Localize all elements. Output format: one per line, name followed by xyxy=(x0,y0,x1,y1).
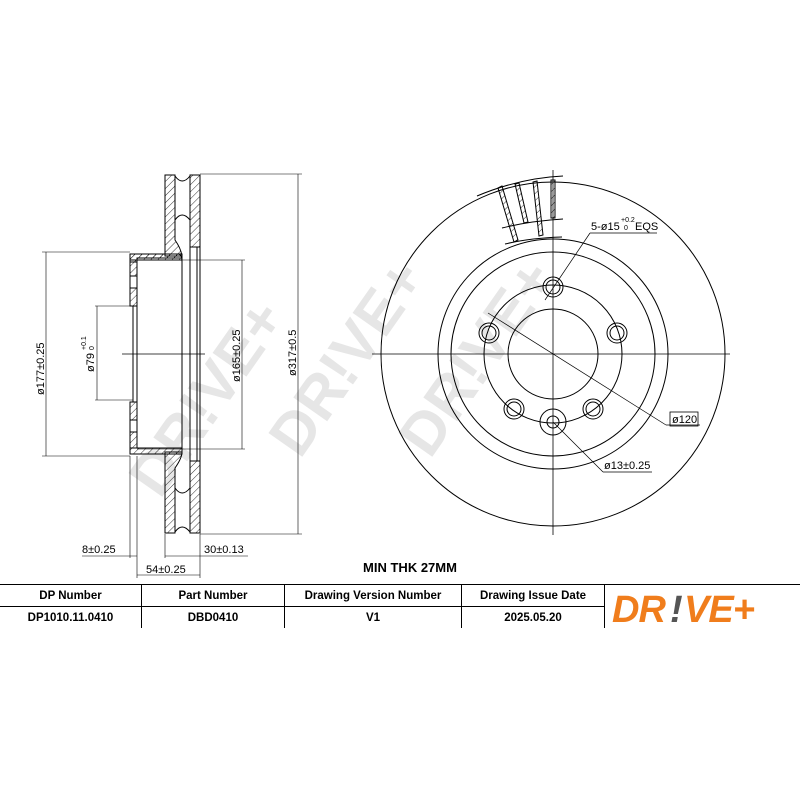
svg-text:8±0.25: 8±0.25 xyxy=(82,544,116,556)
svg-text:ø13±0.25: ø13±0.25 xyxy=(604,460,650,472)
svg-text:0: 0 xyxy=(624,225,628,232)
part-number-value: DBD0410 xyxy=(141,606,285,628)
watermark: DR!VE+ DR!VE+ DR!VE+ xyxy=(116,247,568,507)
side-view-section xyxy=(42,173,302,578)
svg-text:ø177±0.25: ø177±0.25 xyxy=(35,342,47,395)
table-row: DP1010.11.0410 DBD0410 V1 2025.05.20 xyxy=(0,606,800,628)
svg-text:DR: DR xyxy=(612,589,666,628)
front-view xyxy=(372,170,730,535)
logo-cell-bottom xyxy=(604,606,800,628)
logo-cell xyxy=(604,584,800,607)
svg-text:30±0.13: 30±0.13 xyxy=(204,544,244,556)
svg-text:ø165±0.25: ø165±0.25 xyxy=(231,329,243,382)
header-drawing-issue-date: Drawing Issue Date xyxy=(461,584,605,607)
front-view-dimensions: 5-ø15 +0.2 0 EQS ø120 ø13±0.25 xyxy=(591,217,697,472)
min-thickness-label: MIN THK 27MM xyxy=(363,560,457,575)
drawing-issue-date-value: 2025.05.20 xyxy=(461,606,605,628)
svg-text:+0.1: +0.1 xyxy=(81,336,88,350)
header-drawing-version: Drawing Version Number xyxy=(284,584,462,607)
svg-text:ø317±0.5: ø317±0.5 xyxy=(287,330,299,376)
header-dp-number: DP Number xyxy=(0,584,142,607)
header-part-number: Part Number xyxy=(141,584,285,607)
svg-text:VE+: VE+ xyxy=(684,589,755,628)
drawing-version-value: V1 xyxy=(284,606,462,628)
svg-text:EQS: EQS xyxy=(635,221,658,233)
svg-text:!: ! xyxy=(670,589,683,628)
svg-text:DR!VE+: DR!VE+ xyxy=(116,287,298,507)
svg-text:0: 0 xyxy=(89,346,96,350)
svg-text:ø79: ø79 xyxy=(85,353,97,372)
table-header-row: DP Number Part Number Drawing Version Nu… xyxy=(0,584,800,607)
dp-number-value: DP1010.11.0410 xyxy=(0,606,142,628)
svg-text:5-ø15: 5-ø15 xyxy=(591,221,620,233)
svg-text:ø120: ø120 xyxy=(672,414,697,426)
svg-text:54±0.25: 54±0.25 xyxy=(146,564,186,576)
drawing-info-table: DP Number Part Number Drawing Version Nu… xyxy=(0,584,800,628)
drive-plus-logo: DR ! VE+ xyxy=(612,589,756,628)
side-view-dimensions: ø177±0.25 ø79 +0.1 0 ø165±0.25 ø317±0.5 … xyxy=(35,329,299,576)
svg-text:+0.2: +0.2 xyxy=(621,217,635,224)
